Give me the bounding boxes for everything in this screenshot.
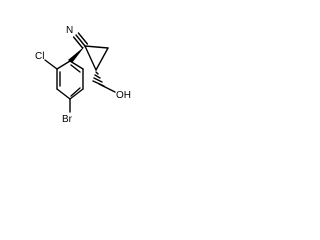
phenyl-ring (56, 60, 84, 100)
nitrile-triple-bond (72, 32, 89, 49)
chlorine-bond (44, 59, 58, 70)
hydroxyl-label: OH (116, 90, 131, 101)
ch2-oh-bond (98, 83, 116, 93)
chlorine-label: Cl (35, 51, 44, 62)
wedge-bond-to-phenyl (68, 46, 85, 63)
bromine-label: Br (62, 114, 73, 125)
nitrogen-label: N (66, 25, 73, 36)
chemical-structure-diagram: N Cl Br OH (35, 25, 131, 125)
cyclopropane-ring (84, 45, 109, 71)
